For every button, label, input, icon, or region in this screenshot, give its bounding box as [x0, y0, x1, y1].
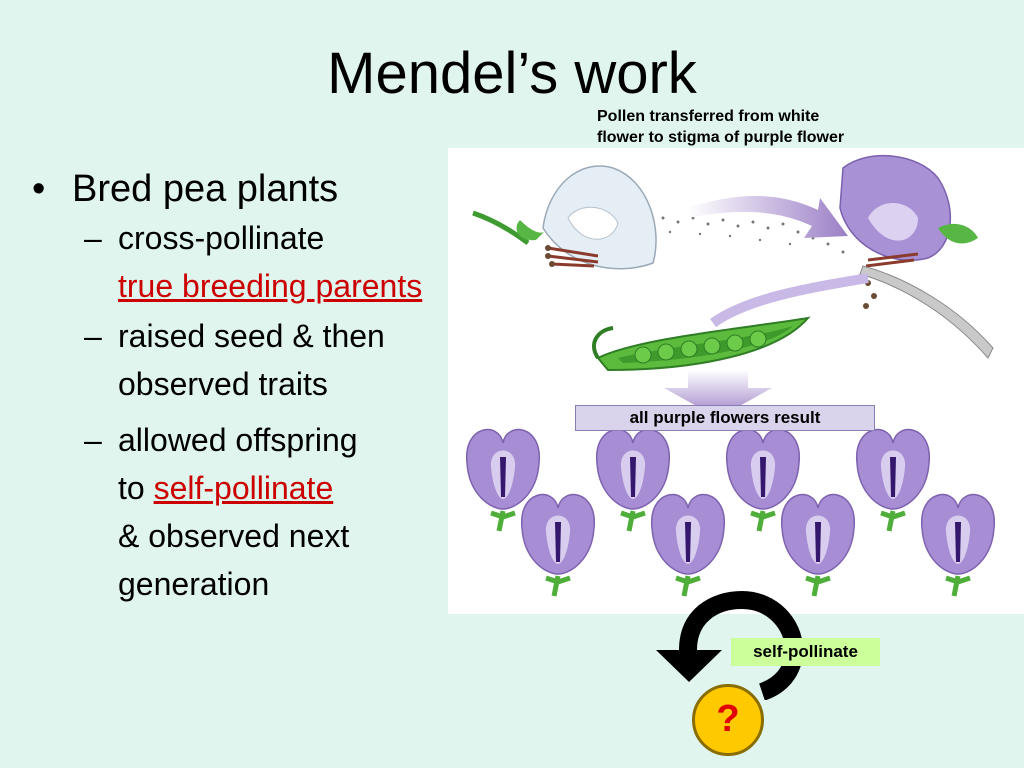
- sub2-line1: raised seed & then: [118, 318, 385, 354]
- down-arrow: [664, 370, 772, 418]
- bullet-list: • Bred pea plants – cross-pollinate true …: [32, 166, 512, 608]
- sub3-to: to: [118, 470, 145, 506]
- bullet-dot: •: [32, 168, 46, 210]
- figure-illustration: [448, 155, 1024, 614]
- sub3-line4: generation: [118, 566, 270, 602]
- dash-marker: –: [84, 422, 102, 458]
- pollen-caption-line2: flower to stigma of purple flower: [597, 129, 845, 146]
- pollen-trail: [661, 216, 845, 254]
- dash-marker: –: [84, 220, 102, 256]
- result-label: all purple flowers result: [575, 405, 875, 431]
- true-breeding-parents-link[interactable]: true breeding parents: [118, 268, 423, 304]
- sub-bullet-self-pollinate: – allowed offspring to self-pollinate & …: [32, 416, 512, 608]
- bullet-main-text: Bred pea plants: [72, 168, 339, 210]
- to-pod-arrow: [710, 273, 869, 328]
- sub2-line2: observed traits: [118, 366, 328, 402]
- purple-flower: [839, 155, 994, 359]
- sub-bullet-cross-pollinate: – cross-pollinate true breeding parents: [32, 214, 512, 310]
- dash-marker: –: [84, 318, 102, 354]
- sub1-line1: cross-pollinate: [118, 220, 325, 256]
- pea-pod: [592, 316, 811, 372]
- pollen-caption-line1: Pollen transferred from white: [597, 108, 820, 125]
- question-badge: ?: [692, 684, 764, 756]
- pollen-caption: Pollen transferred from white flower to …: [597, 106, 844, 148]
- sub-bullet-raised-seed: – raised seed & then observed traits: [32, 312, 512, 408]
- slide-title: Mendel’s work: [327, 41, 697, 106]
- self-pollinate-label: self-pollinate: [731, 638, 880, 666]
- sub3-line1: allowed offspring: [118, 422, 358, 458]
- self-pollinate-cycle-arrow: [656, 590, 804, 700]
- pea-cross-figure: [448, 148, 1024, 614]
- bullet-main: • Bred pea plants: [32, 166, 512, 212]
- sub3-line3: & observed next: [118, 518, 350, 554]
- white-flower: [472, 165, 657, 270]
- offspring-flowers: [467, 430, 995, 596]
- self-pollinate-link[interactable]: self-pollinate: [153, 470, 334, 506]
- transfer-arrow: [688, 195, 848, 238]
